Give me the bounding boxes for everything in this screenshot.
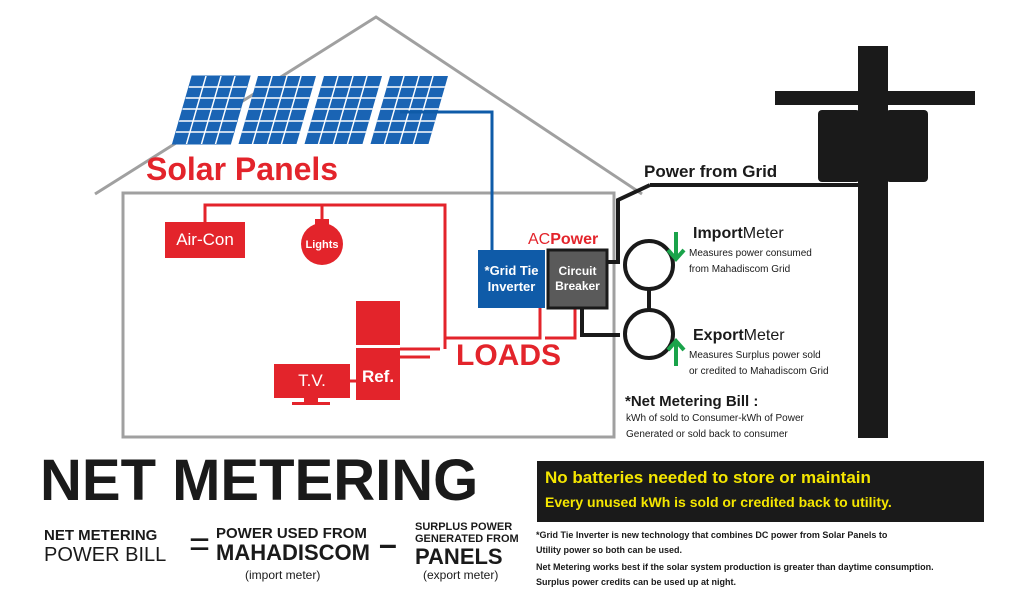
load-wiring — [203, 203, 577, 383]
power-from-grid-label: Power from Grid — [644, 162, 778, 181]
formula-bill-line-2: POWER BILL — [44, 544, 167, 566]
import-meter-dial — [623, 239, 675, 291]
grid-wiring — [580, 183, 858, 337]
grid-tie-line1: *Grid Tie — [484, 263, 539, 278]
air-con-label: Air-Con — [176, 230, 234, 249]
footnote-line-2: Utility power so both can be used. — [536, 545, 683, 555]
formula-surplus-note: (export meter) — [423, 568, 499, 582]
ac-prefix: AC — [528, 231, 551, 248]
import-meter-title: ImportMeter — [693, 226, 784, 242]
import-meter-title-bold: Import — [693, 225, 743, 242]
import-meter-title-light: Meter — [742, 225, 784, 242]
export-arrow-icon — [666, 337, 686, 366]
ref-label: Ref. — [361, 367, 395, 386]
formula-surplus-line-2: GENERATED FROM — [415, 533, 519, 545]
solar-panel — [171, 75, 251, 145]
export-meter-title-bold: Export — [693, 327, 744, 344]
footnote-line-4: Surplus power credits can be used up at … — [536, 577, 737, 587]
tv-unit — [274, 364, 350, 405]
formula-minus: – — [379, 526, 397, 562]
footnote-line-1: *Grid Tie Inverter is new technology tha… — [536, 530, 888, 540]
ac-power-word: Power — [550, 231, 599, 248]
circuit-breaker-box — [546, 248, 609, 310]
grid-tie-inverter-label: *Grid Tie Inverter — [478, 250, 545, 308]
lights-label: Lights — [305, 239, 339, 251]
import-meter-desc-2: from Mahadiscom Grid — [689, 264, 791, 275]
dc-wire — [400, 110, 494, 250]
grid-tie-inverter-box — [478, 250, 545, 308]
fridge-unit — [356, 301, 400, 400]
utility-pole — [775, 46, 975, 438]
loads-label: LOADS — [456, 339, 561, 372]
export-meter-desc-2: or credited to Mahadiscom Grid — [689, 366, 829, 377]
circuit-breaker-label: Circuit Breaker — [548, 250, 607, 308]
export-meter-title-light: Meter — [743, 327, 785, 344]
net-metering-bill-title: *Net Metering Bill : — [625, 393, 759, 410]
export-meter-desc-1: Measures Surplus power sold — [689, 350, 821, 361]
formula-surplus-line-3: PANELS — [415, 544, 503, 569]
footnote-line-3: Net Metering works best if the solar sys… — [536, 562, 934, 572]
solar-panel — [304, 76, 383, 144]
grid-tie-line2: Inverter — [487, 279, 536, 294]
net-metering-bill-line-1: kWh of sold to Consumer-kWh of Power — [626, 413, 804, 424]
net-metering-bill-line-2: Generated or sold back to consumer — [626, 429, 788, 440]
ac-power-label: ACPower — [528, 232, 598, 248]
formula-equals: = — [189, 523, 211, 564]
formula-bill-line-1: NET METERING — [44, 527, 158, 544]
formula-used-note: (import meter) — [245, 568, 321, 582]
formula-used-line-1: POWER USED FROM — [216, 525, 367, 542]
solar-panel — [370, 76, 448, 144]
export-meter-title: ExportMeter — [693, 328, 785, 344]
net-metering-headline: NET METERING — [40, 448, 479, 513]
benefits-banner — [537, 461, 984, 522]
solar-panels-label: Solar Panels — [146, 151, 339, 187]
formula-used-line-2: MAHADISCOM — [216, 540, 370, 565]
air-con-unit — [165, 222, 245, 258]
import-arrow-icon — [666, 232, 686, 263]
banner-line-2: Every unused kWh is sold or credited bac… — [545, 494, 892, 510]
import-meter-desc-1: Measures power consumed — [689, 248, 812, 259]
light-bulb-icon — [301, 219, 343, 265]
formula-surplus-line-1: SURPLUS POWER — [415, 521, 513, 533]
tv-label: T.V. — [298, 371, 326, 390]
solar-panel — [238, 76, 317, 144]
breaker-line2: Breaker — [555, 279, 600, 293]
breaker-line1: Circuit — [558, 264, 597, 278]
solar-panel-array — [171, 75, 448, 145]
house-body — [121, 191, 616, 439]
export-meter-dial — [623, 308, 675, 360]
banner-line-1: No batteries needed to store or maintain — [545, 468, 871, 487]
